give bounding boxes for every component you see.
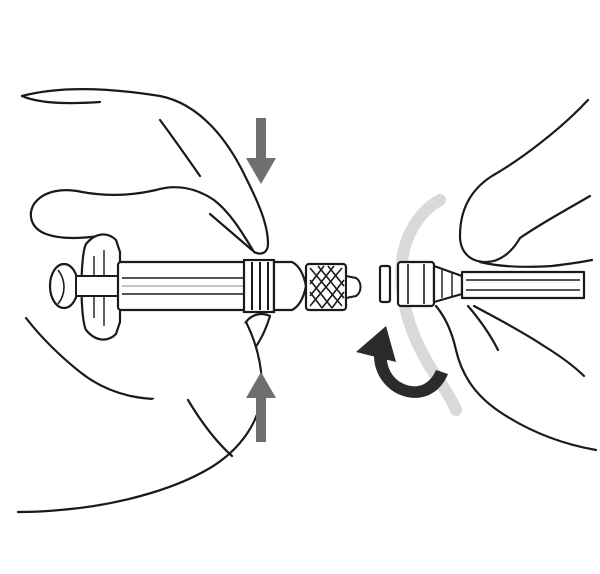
needle-assembly <box>380 262 584 306</box>
plunger-rod <box>76 276 122 296</box>
curved-arrow-rotate-icon <box>356 326 448 398</box>
arrow-down-icon <box>246 118 276 184</box>
needle-cap-disc <box>380 266 390 302</box>
needle-shield <box>462 272 584 298</box>
needle-hub-taper <box>434 266 462 302</box>
syringe-neck <box>274 262 306 310</box>
left-hand-upper <box>22 89 268 253</box>
needle-hub <box>398 262 434 306</box>
syringe-tip <box>346 276 361 298</box>
